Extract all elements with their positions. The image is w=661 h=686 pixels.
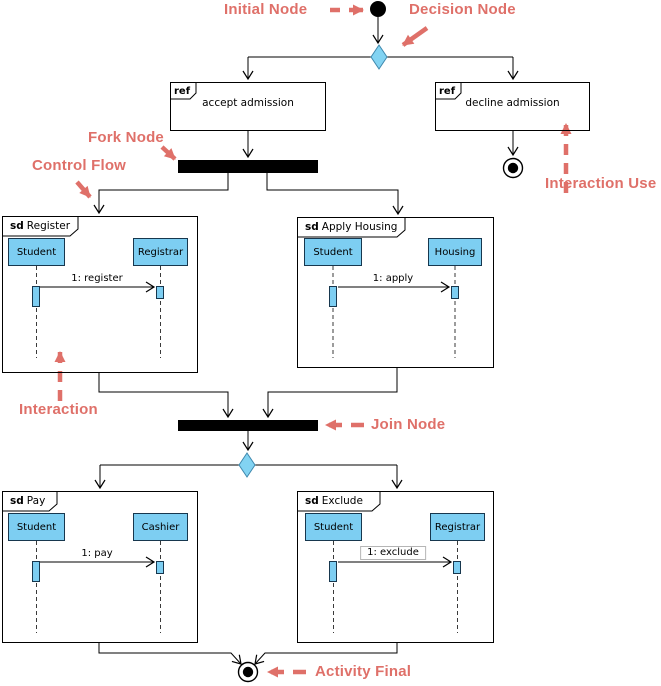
ref-tab-accept xyxy=(170,82,197,100)
activation-bar xyxy=(329,286,337,307)
sd-tab-apply-housing xyxy=(297,217,406,238)
annotation-initial-node: Initial Node xyxy=(224,1,308,18)
sd-frame-pay xyxy=(2,491,198,643)
frame-tabs xyxy=(2,82,462,512)
lifeline-exclude-registrar: Registrar xyxy=(430,513,485,541)
annotation-activity-final: Activity Final xyxy=(315,663,412,680)
activation-bar xyxy=(329,561,337,582)
message-arrows xyxy=(40,281,453,568)
sd-keyword: sd xyxy=(10,220,24,232)
lifelines xyxy=(36,266,458,633)
merge-decision-node xyxy=(238,452,256,478)
annotation-decision-node: Decision Node xyxy=(409,1,516,18)
fork-node-arrow xyxy=(160,145,177,161)
control-flow-arrow xyxy=(75,180,92,199)
sd-keyword: sd xyxy=(305,495,319,507)
lifeline-exclude-student: Student xyxy=(305,513,362,541)
annotation-interaction: Interaction xyxy=(19,401,98,418)
decision-node-arrow xyxy=(401,26,429,47)
sd-frame-apply-housing xyxy=(297,217,494,368)
sd-tab-pay xyxy=(2,491,58,512)
ref-frame-decline-tag: ref xyxy=(439,86,456,97)
lifeline-register-student: Student xyxy=(8,238,65,266)
activation-bar xyxy=(32,561,40,582)
message-pay: 1: pay xyxy=(81,548,113,559)
sd-name: Pay xyxy=(26,495,46,507)
activation-bar xyxy=(156,286,164,299)
ref-frame-accept-tag: ref xyxy=(174,86,191,97)
activation-bar xyxy=(32,286,40,307)
join-node-bar xyxy=(178,420,318,431)
message-apply: 1: apply xyxy=(372,273,414,284)
activity-final-node xyxy=(237,661,259,683)
final-node-decline xyxy=(502,157,524,179)
lifeline-apply-student: Student xyxy=(304,238,362,266)
fork-node-bar xyxy=(178,160,318,173)
ref-frame-decline-admission xyxy=(435,82,590,131)
lifeline-apply-housing: Housing xyxy=(428,238,482,266)
annotation-arrows xyxy=(54,4,572,678)
sd-name: Register xyxy=(26,220,71,232)
sd-tab-register xyxy=(2,216,79,237)
annotation-join-node: Join Node xyxy=(371,416,446,433)
annotation-control-flow: Control Flow xyxy=(32,157,127,174)
sd-name: Apply Housing xyxy=(321,221,398,233)
sd-keyword: sd xyxy=(10,495,24,507)
sd-name: Exclude xyxy=(321,495,363,507)
activation-bar xyxy=(451,286,459,299)
sd-frame-register xyxy=(2,216,198,373)
decision-node xyxy=(370,44,388,70)
ref-frame-decline-label: decline admission xyxy=(465,97,560,109)
ref-tab-decline xyxy=(435,82,462,100)
ref-frame-accept-label: accept admission xyxy=(202,97,294,109)
activation-bar xyxy=(156,561,164,574)
sd-tab-exclude xyxy=(297,491,381,512)
sd-frame-exclude xyxy=(297,491,494,643)
lifeline-pay-student: Student xyxy=(8,513,65,541)
annotation-interaction-use: Interaction Use xyxy=(545,175,657,192)
initial-node xyxy=(370,1,386,17)
activation-bar xyxy=(453,561,461,574)
message-exclude: 1: exclude xyxy=(360,546,426,560)
ref-frame-accept-admission xyxy=(170,82,326,131)
lifeline-pay-cashier: Cashier xyxy=(133,513,188,541)
annotation-fork-node: Fork Node xyxy=(88,129,164,146)
lifeline-register-registrar: Registrar xyxy=(133,238,188,266)
sd-keyword: sd xyxy=(305,221,319,233)
control-flow-lines xyxy=(93,17,519,665)
message-register: 1: register xyxy=(71,273,123,284)
